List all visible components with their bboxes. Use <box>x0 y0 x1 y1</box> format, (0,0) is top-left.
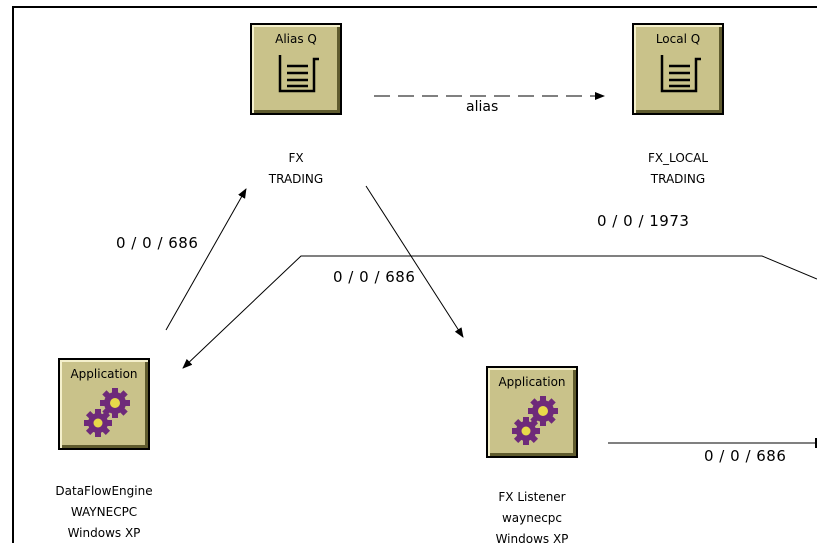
edge-dataflow-to-alias-label: 0 / 0 / 686 <box>116 234 199 252</box>
app-fx-listener-icon-box: Application <box>486 366 578 458</box>
app-fx-listener-host: waynecpc <box>501 511 563 525</box>
edge-alias-label: alias <box>466 99 499 115</box>
app-dataflowengine-host: WAYNECPC <box>70 505 138 519</box>
app-dataflowengine-os: Windows XP <box>67 526 141 540</box>
alias-q-icon-box: Alias Q <box>250 23 342 115</box>
app-fx-listener-type-label: Application <box>498 375 566 389</box>
local-q-caption: FX_LOCAL TRADING <box>593 148 763 190</box>
app-dataflowengine-type-label: Application <box>70 367 138 381</box>
app-fx-listener-caption: FX Listener waynecpc Windows XP <box>447 487 617 550</box>
edge-alias-to-listener-line[interactable] <box>365 185 464 338</box>
gears-icon <box>512 396 558 445</box>
local-q-name: FX_LOCAL <box>647 151 709 165</box>
node-local-q[interactable]: Local Q <box>632 23 724 115</box>
edge-dataflow-to-alias-line[interactable] <box>165 188 247 331</box>
local-q-icon-box: Local Q <box>632 23 724 115</box>
edge-long-return-line[interactable] <box>182 255 817 369</box>
edge-long-return-label: 0 / 0 / 1973 <box>597 212 690 230</box>
local-q-qmgr: TRADING <box>650 172 706 186</box>
app-fx-listener-name: FX Listener <box>498 490 566 504</box>
alias-q-name: FX <box>288 151 304 165</box>
edge-listener-out-label: 0 / 0 / 686 <box>704 447 787 465</box>
app-dataflowengine-caption: DataFlowEngine WAYNECPC Windows XP <box>19 481 189 544</box>
node-app-dataflowengine[interactable]: Application <box>58 358 150 450</box>
gears-icon <box>84 388 130 437</box>
canvas-border <box>12 6 817 543</box>
alias-q-type-label: Alias Q <box>275 32 317 46</box>
alias-q-qmgr: TRADING <box>268 172 324 186</box>
local-q-type-label: Local Q <box>655 32 701 46</box>
node-app-fx-listener[interactable]: Application <box>486 366 578 458</box>
alias-q-caption: FX TRADING <box>211 148 381 190</box>
node-alias-q[interactable]: Alias Q <box>250 23 342 115</box>
queue-icon <box>660 55 701 93</box>
queue-icon <box>278 55 319 93</box>
app-dataflowengine-icon-box: Application <box>58 358 150 450</box>
app-dataflowengine-name: DataFlowEngine <box>55 484 153 498</box>
app-fx-listener-os: Windows XP <box>495 532 569 546</box>
edge-alias-to-listener-label: 0 / 0 / 686 <box>333 268 416 286</box>
